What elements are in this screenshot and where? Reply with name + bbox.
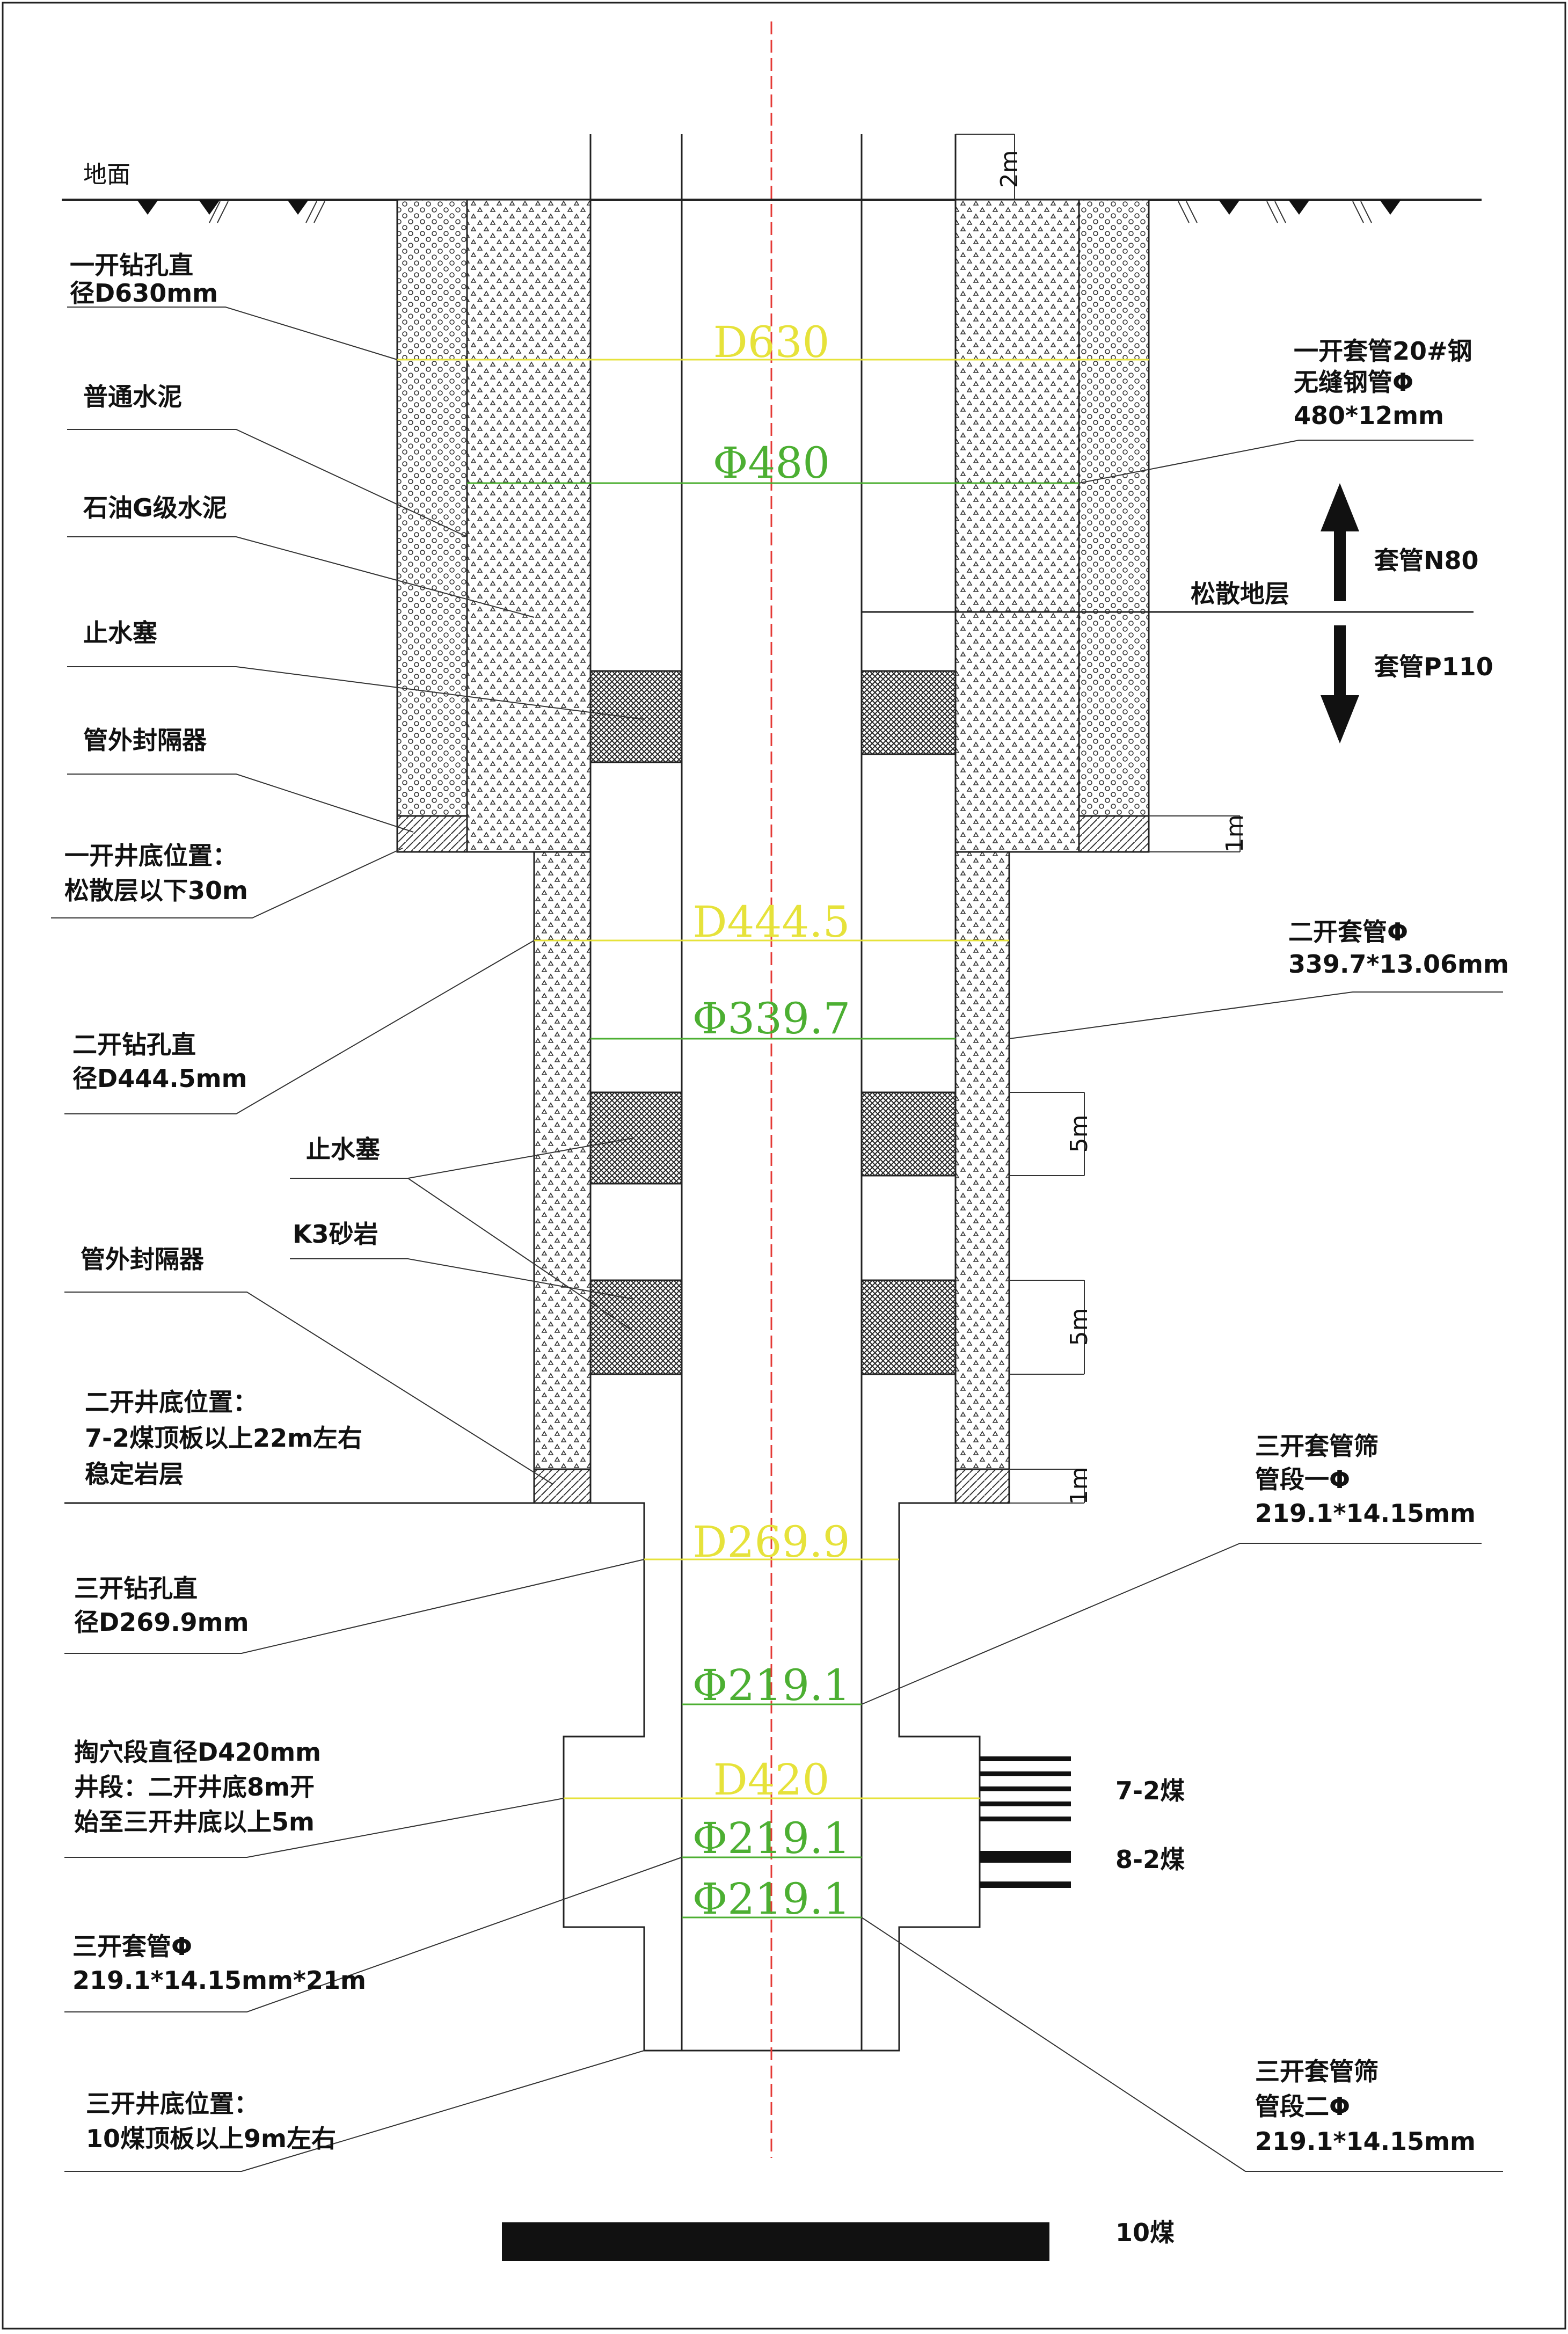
cement-g-right (954, 199, 1080, 853)
label-casing3: 三开套管Φ 219.1*14.15mm*21m (72, 1932, 366, 1995)
water-stop-plug-2-right (860, 1091, 957, 1177)
label-casing1: 一开套管20#钢 无缝钢管Φ 480*12mm (1294, 337, 1481, 430)
dim-d420: D420 (713, 1755, 830, 1805)
label-screen1: 三开套管筛 管段一Φ 219.1*14.15mm (1255, 1432, 1476, 1528)
label-hole3-bottom: 三开井底位置： 10煤顶板以上9m左右 (86, 2089, 336, 2153)
label-k3-sandstone: K3砂岩 (293, 1220, 378, 1249)
label-hole1-bottom: 一开井底位置： 松散层以下30m (64, 841, 248, 905)
dim-d4445: D444.5 (692, 897, 850, 947)
packer1-right (1078, 815, 1150, 853)
ground-hatch-icon (137, 200, 1401, 223)
packer1-left (396, 815, 468, 853)
cement-g-left (466, 199, 592, 853)
water-stop-plug-2-left (589, 1091, 683, 1185)
dim-phi2191-b: Φ219.1 (692, 1813, 851, 1863)
k3-sandstone-right (860, 1279, 957, 1375)
coal10-bar (502, 2222, 1049, 2261)
dim-phi2191-c: Φ219.1 (692, 1874, 851, 1924)
label-external-packer-1: 管外封隔器 (83, 726, 207, 755)
dim-d2699: D269.9 (692, 1517, 850, 1567)
cement2-left (533, 851, 592, 1470)
arrow-up-icon (1321, 483, 1359, 601)
label-hole2-bottom: 二开井底位置： 7-2煤顶板以上22m左右 稳定岩层 (85, 1388, 371, 1489)
label-external-packer-2: 管外封隔器 (81, 1245, 205, 1274)
dim-phi480: Φ480 (713, 438, 830, 488)
dim-2m: 2m (996, 150, 1023, 188)
label-water-stop-plug-2: 止水塞 (306, 1135, 380, 1164)
label-hole3-diameter: 三开钻孔直 径D269.9mm (74, 1574, 249, 1637)
cement-ordinary-left (396, 199, 468, 817)
label-water-stop-plug-1: 止水塞 (83, 618, 157, 647)
cement2-right (954, 851, 1010, 1470)
k3-sandstone-left (589, 1279, 683, 1375)
packer2-left (533, 1468, 592, 1504)
label-hole1-diameter: 一开钻孔直 径D630mm (70, 251, 218, 308)
label-loose-stratum: 松散地层 (1191, 579, 1289, 608)
label-casing2: 二开套管Φ 339.7*13.06mm (1288, 917, 1509, 979)
cement-ordinary-right (1078, 199, 1150, 817)
dim-1m-a: 1m (1221, 815, 1249, 853)
coal-seams (980, 1756, 1071, 1888)
label-oil-g-cement: 石油G级水泥 (83, 493, 227, 522)
ground-label: 地面 (83, 161, 130, 188)
dim-phi2191-a: Φ219.1 (692, 1660, 851, 1710)
water-stop-plug-1-right (860, 670, 957, 755)
dim-5m-a: 5m (1066, 1115, 1093, 1153)
label-casing-p110: 套管P110 (1374, 652, 1493, 681)
label-coal-10: 10煤 (1115, 2218, 1175, 2247)
label-coal-72: 7-2煤 (1115, 1776, 1185, 1805)
label-hole2-diameter: 二开钻孔直 径D444.5mm (72, 1030, 247, 1093)
label-casing-n80: 套管N80 (1374, 546, 1479, 575)
label-screen2: 三开套管筛 管段二Φ 219.1*14.15mm (1255, 2057, 1476, 2156)
packer2-right (954, 1468, 1010, 1504)
label-coal-82: 8-2煤 (1115, 1845, 1185, 1874)
label-ordinary-cement: 普通水泥 (83, 382, 182, 411)
water-stop-plug-1-left (589, 670, 683, 763)
dim-d630: D630 (713, 317, 830, 367)
dim-1m-b: 1m (1066, 1467, 1093, 1505)
dim-5m-b: 5m (1066, 1308, 1093, 1346)
arrow-down-icon (1321, 625, 1359, 743)
label-cavity-section: 掏穴段直径D420mm 井段：二开井底8m开 始至三开井底以上5m (74, 1738, 330, 1836)
dim-phi3397: Φ339.7 (692, 994, 851, 1044)
